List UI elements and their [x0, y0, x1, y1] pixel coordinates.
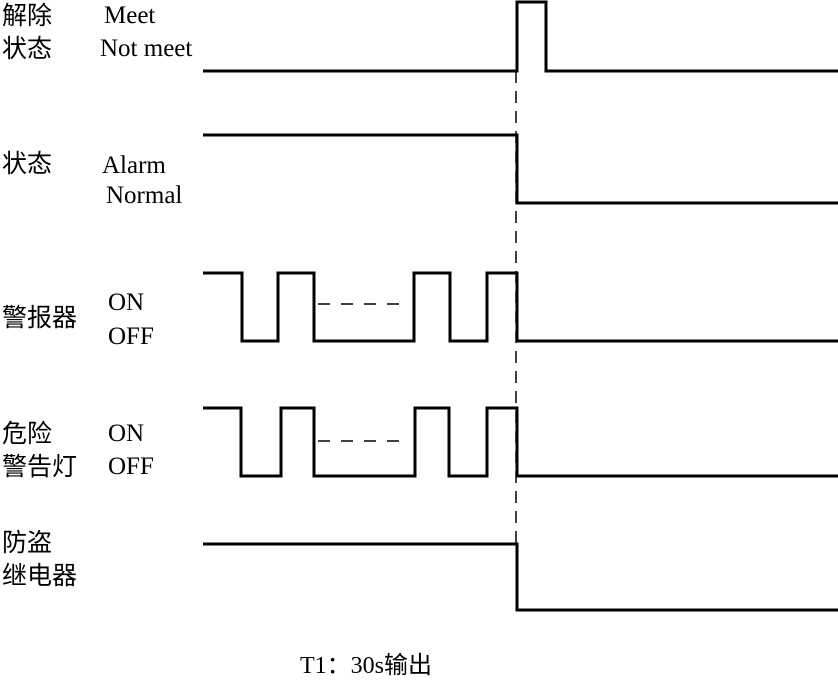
alarm-state-low: OFF: [108, 323, 154, 350]
alarm-waveform-start: [203, 271, 838, 343]
release-signal-name-1: 解除: [2, 1, 53, 30]
relay-signal-name-2: 继电器: [2, 561, 78, 590]
relay-signal-name-1: 防盗: [2, 528, 53, 557]
release-state-high: Meet: [104, 2, 156, 29]
hazard-signal-name-1: 危险: [2, 419, 53, 448]
hazard-state-high: ON: [108, 420, 145, 447]
status-waveform: [203, 133, 838, 205]
hazard-state-low: OFF: [108, 453, 154, 480]
hazard-signal-name-2: 警告灯: [2, 452, 78, 481]
status-state-low: Normal: [106, 182, 183, 209]
relay-waveform: [203, 542, 838, 612]
release-signal-name-2: 状态: [2, 34, 53, 63]
caption: T1：30s输出: [300, 653, 432, 679]
alarm-state-high: ON: [108, 289, 145, 316]
release-waveform: [203, 0, 838, 73]
status-signal-name: 状态: [2, 149, 53, 178]
status-state-high: Alarm: [102, 152, 166, 179]
release-state-low: Not meet: [100, 35, 193, 62]
alarm-signal-name: 警报器: [2, 303, 78, 332]
hazard-waveform: [203, 406, 838, 478]
